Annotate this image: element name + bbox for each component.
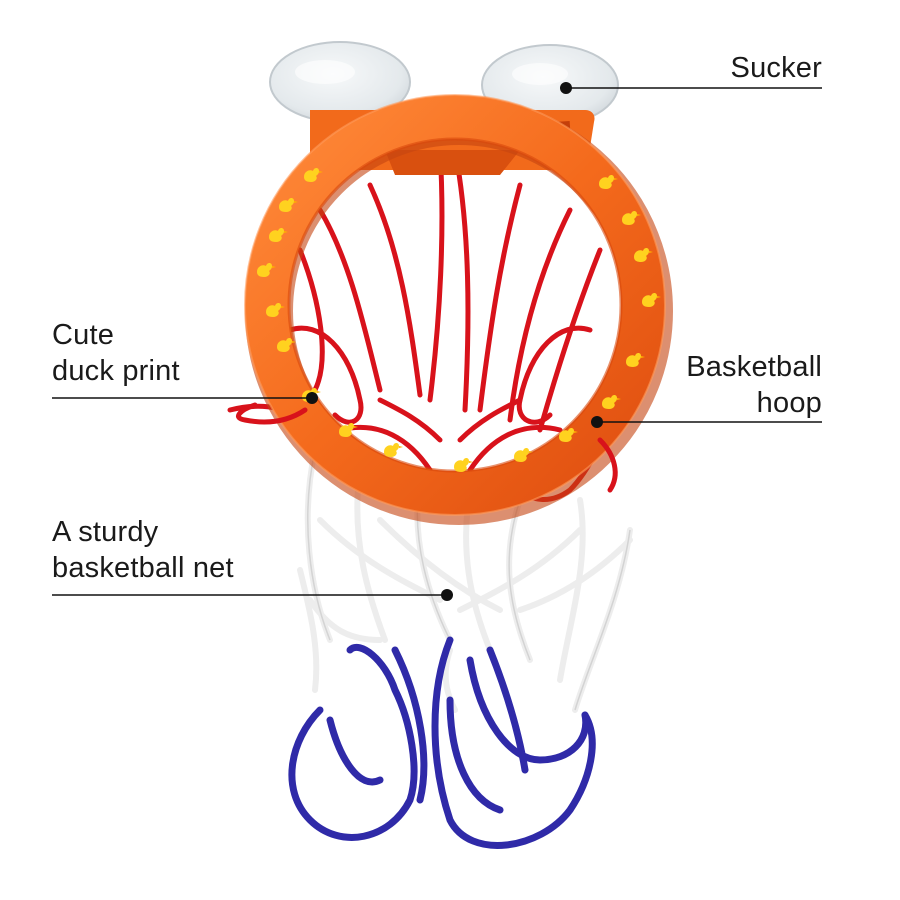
label-duck-print-line2: duck print — [52, 355, 180, 387]
callout-hoop: Basketball hoop — [686, 349, 822, 421]
label-duck-print-line1: Cute — [52, 319, 115, 351]
callout-duck-print: Cute duck print — [52, 317, 180, 389]
label-hoop-line1: Basketball — [686, 351, 822, 383]
label-net-line2: basketball net — [52, 552, 234, 584]
net-red-section — [227, 147, 623, 502]
label-sucker: Sucker — [730, 52, 822, 84]
net-blue-section — [288, 636, 596, 849]
sucker-left — [269, 41, 411, 123]
callout-lines — [52, 82, 822, 601]
label-net-line1: A sturdy — [52, 516, 159, 548]
label-hoop-line2: hoop — [756, 387, 822, 419]
callout-sucker: Sucker — [731, 50, 822, 86]
callout-net: A sturdy basketball net — [52, 514, 234, 586]
